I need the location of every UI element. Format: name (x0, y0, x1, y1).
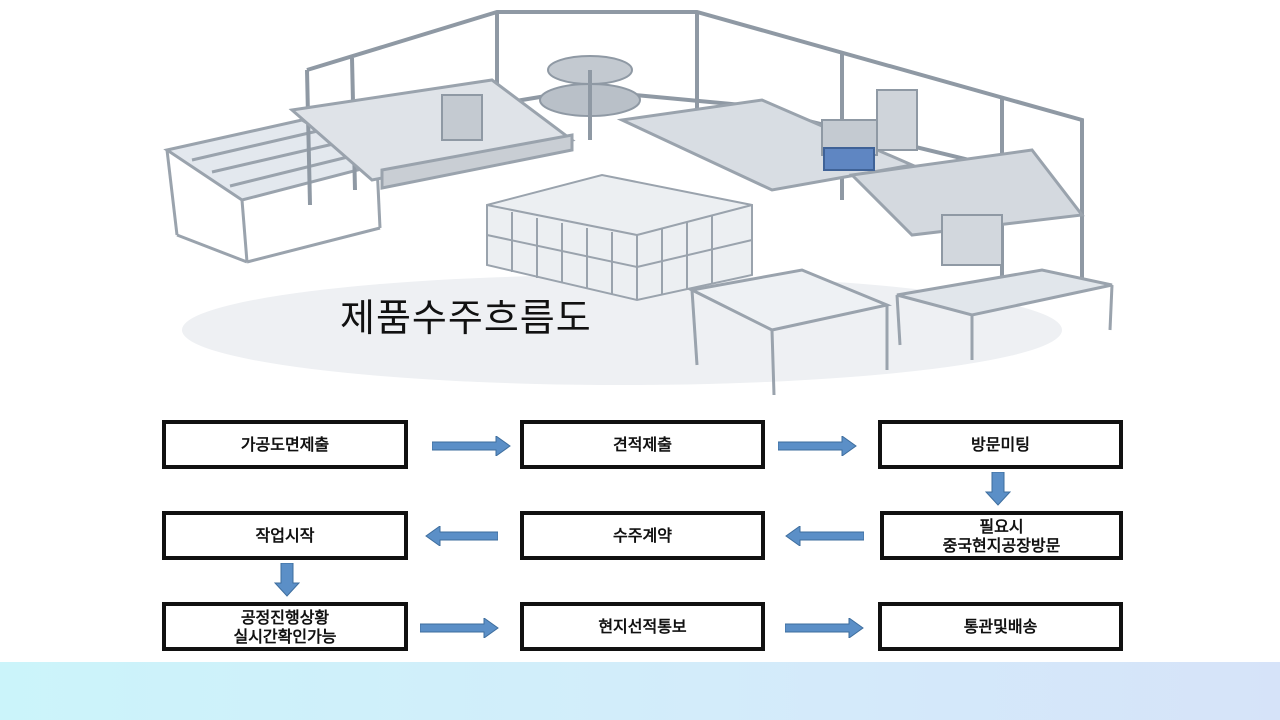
step-work-start-label: 작업시작 (255, 526, 315, 545)
diagram-title: 제품수주흐름도 (340, 296, 592, 340)
step-quote-submission: 견적제출 (520, 420, 765, 469)
step-quote-submission-label: 견적제출 (613, 435, 672, 454)
arrow-left-icon (425, 526, 498, 546)
step-customs-delivery-label: 통관및배송 (963, 617, 1038, 636)
step-progress-check: 공정진행상황 실시간확인가능 (162, 602, 408, 651)
arrow-right-icon (432, 436, 511, 456)
step-shipping-notice: 현지선적통보 (520, 602, 765, 651)
arrow-left-icon (785, 526, 864, 546)
step-progress-check-label-1: 공정진행상황 (240, 607, 330, 627)
arrow-right-icon (778, 436, 857, 456)
step-visit-meeting-label: 방문미팅 (971, 435, 1030, 454)
arrow-down-icon (274, 563, 300, 597)
step-drawing-submission-label: 가공도면제출 (240, 435, 330, 454)
step-progress-check-label-2: 실시간확인가능 (233, 626, 337, 646)
step-factory-visit: 필요시 중국현지공장방문 (880, 511, 1123, 560)
step-customs-delivery: 통관및배송 (878, 602, 1123, 651)
footer-band (0, 662, 1280, 720)
step-factory-visit-label-1: 필요시 (979, 516, 1024, 536)
arrow-right-icon (785, 618, 864, 638)
step-shipping-notice-label: 현지선적통보 (598, 617, 687, 636)
arrow-right-icon (420, 618, 499, 638)
arrow-down-icon (985, 472, 1011, 506)
step-work-start: 작업시작 (162, 511, 408, 560)
step-order-contract-label: 수주계약 (613, 526, 672, 545)
step-order-contract: 수주계약 (520, 511, 765, 560)
step-visit-meeting: 방문미팅 (878, 420, 1123, 469)
step-drawing-submission: 가공도면제출 (162, 420, 408, 469)
step-factory-visit-label-2: 중국현지공장방문 (942, 535, 1061, 555)
factory-workstation-illustration (163, 10, 1114, 396)
